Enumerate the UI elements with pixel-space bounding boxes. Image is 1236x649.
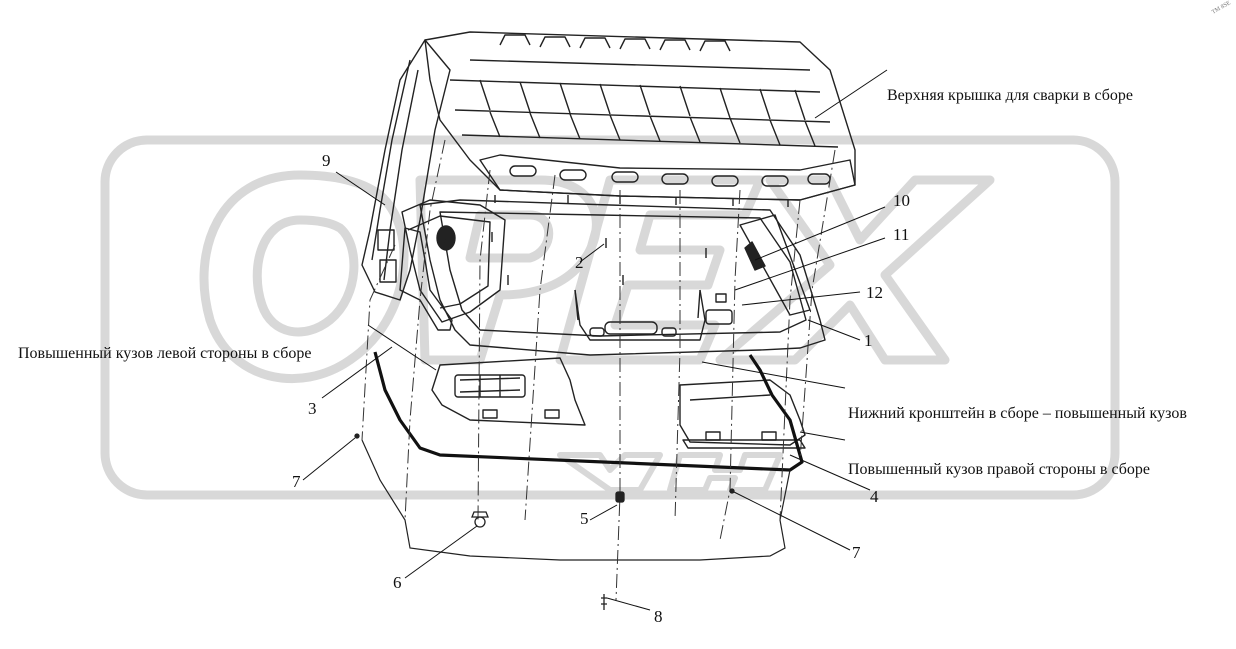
callout-5: 5: [580, 509, 589, 528]
label-lower-bracket: Нижний кронштейн в сборе – повышенный ку…: [848, 405, 1187, 422]
callout-12: 12: [866, 283, 883, 302]
corner-stamp: TM 8SE: [1211, 0, 1232, 16]
right-lower-bracket: [679, 379, 806, 449]
callout-2: 2: [575, 253, 584, 272]
watermark: [100, 135, 1120, 500]
base-outline: [361, 439, 791, 561]
front-panel-part-1: [419, 199, 826, 356]
callout-11: 11: [893, 225, 909, 244]
label-top-cover: Верхняя крышка для сварки в сборе: [887, 87, 1133, 104]
leader-lines: [302, 69, 888, 611]
label-left-side: Повышенный кузов левой стороны в сборе: [18, 345, 311, 362]
left-side-assembly: [361, 39, 506, 331]
small-fasteners: [354, 433, 735, 610]
callout-8: 8: [654, 607, 663, 626]
callout-6: 6: [393, 573, 402, 592]
callout-3: 3: [308, 399, 317, 418]
callout-7-right: 7: [852, 543, 861, 562]
callout-7-left: 7: [292, 472, 301, 491]
callout-numbers: 9 2 10 11 12 1 3 4 7 5 7 6 8: [292, 151, 910, 626]
callout-10: 10: [893, 191, 910, 210]
label-right-side: Повышенный кузов правой стороны в сборе: [848, 461, 1150, 478]
callout-9: 9: [322, 151, 331, 170]
top-cover-assembly: [424, 31, 856, 207]
callout-4: 4: [870, 487, 879, 506]
left-lower-bracket: [431, 357, 586, 426]
callout-1: 1: [864, 331, 873, 350]
part-name-labels: Верхняя крышка для сварки в сборе Повыше…: [18, 87, 1187, 478]
